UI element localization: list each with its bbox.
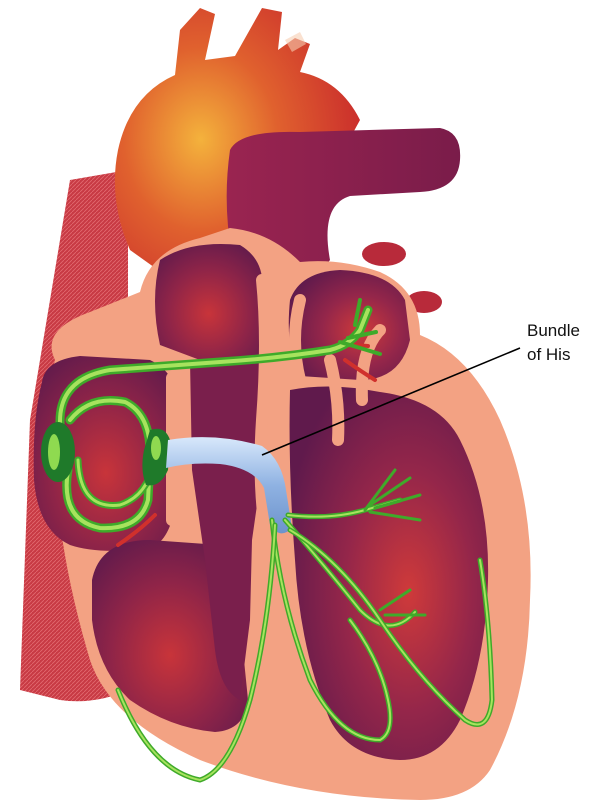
bundle-of-his-label: Bundle of His [527,321,585,364]
atrial-septum [155,244,262,360]
bundle-of-his-label-line-1: Bundle [527,321,580,340]
bundle-of-his-label-line-2: of His [527,345,570,364]
sa-node [41,422,75,482]
